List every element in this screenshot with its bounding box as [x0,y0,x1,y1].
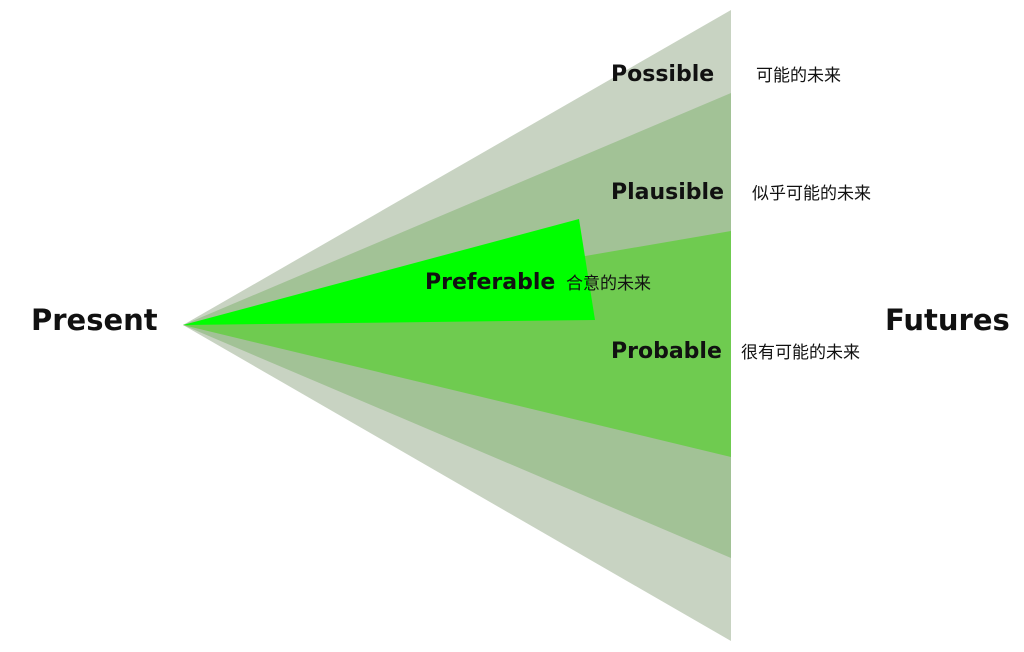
preferable-label: Preferable [425,270,556,295]
preferable-translation: 合意的未来 [566,274,651,294]
probable-cone [183,231,731,457]
probable-label: Probable [611,339,722,364]
possible-translation: 可能的未来 [756,66,841,86]
probable-translation: 很有可能的未来 [741,343,860,363]
futures-label: Futures [885,303,1010,337]
present-label: Present [31,303,158,337]
preferable-cone [183,219,595,325]
plausible-translation: 似乎可能的未来 [752,184,871,204]
plausible-label: Plausible [611,180,725,205]
possible-label: Possible [611,62,715,87]
